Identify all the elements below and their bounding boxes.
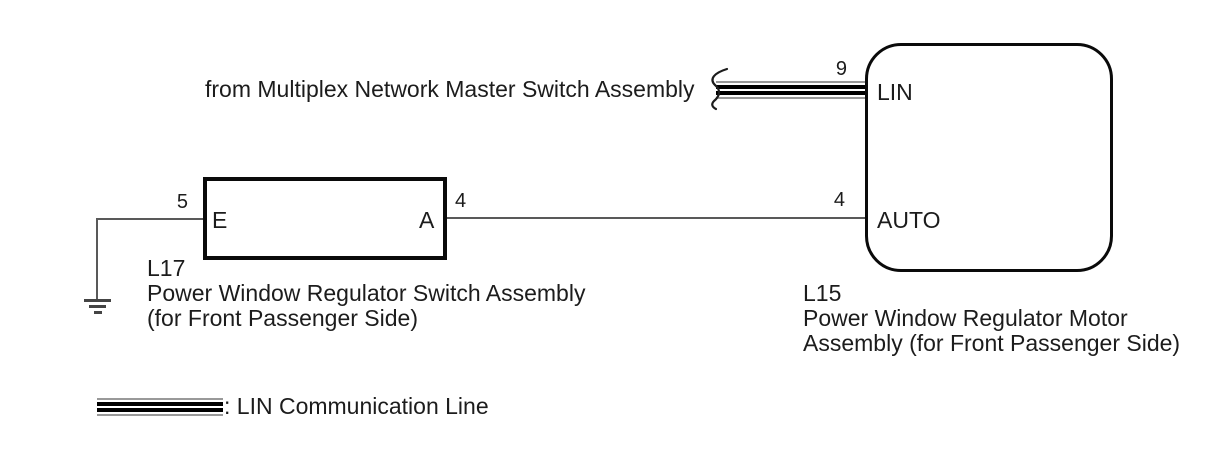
port-label-lin: LIN	[877, 79, 913, 105]
pin-number-a: 4	[455, 190, 467, 212]
lin-communication-wire	[716, 81, 866, 99]
switch-assembly-box	[203, 177, 447, 260]
wire-ground-vertical	[96, 218, 98, 300]
motor-assembly-name: Power Window Regulator Motor	[803, 305, 1128, 331]
pin-number-lin: 9	[835, 58, 847, 80]
switch-assembly-name2: (for Front Passenger Side)	[147, 305, 419, 331]
port-label-auto: AUTO	[877, 207, 941, 233]
switch-assembly-code: L17	[147, 255, 186, 281]
source-label: from Multiplex Network Master Switch Ass…	[205, 76, 695, 102]
wire-ground-horizontal	[96, 218, 204, 220]
wire-a-to-auto	[447, 217, 867, 219]
legend-lin-line-sample	[97, 398, 223, 416]
ground-icon-bar2	[89, 305, 106, 308]
ground-icon-bar3	[94, 311, 102, 314]
motor-assembly-caption: L15 Power Window Regulator Motor Assembl…	[803, 281, 1180, 356]
pin-number-e: 5	[176, 191, 188, 213]
motor-assembly-name2: Assembly (for Front Passenger Side)	[803, 330, 1181, 356]
ground-icon	[84, 299, 111, 302]
switch-assembly-name: Power Window Regulator Switch Assembly	[147, 280, 586, 306]
motor-assembly-code: L15	[803, 280, 842, 306]
pin-number-auto: 4	[833, 189, 845, 211]
wire-break-icon	[711, 67, 729, 111]
legend-label: : LIN Communication Line	[224, 393, 489, 419]
port-label-e: E	[212, 207, 228, 233]
motor-assembly-box	[865, 43, 1113, 272]
switch-assembly-caption: L17 Power Window Regulator Switch Assemb…	[147, 256, 585, 331]
port-label-a: A	[419, 207, 435, 233]
